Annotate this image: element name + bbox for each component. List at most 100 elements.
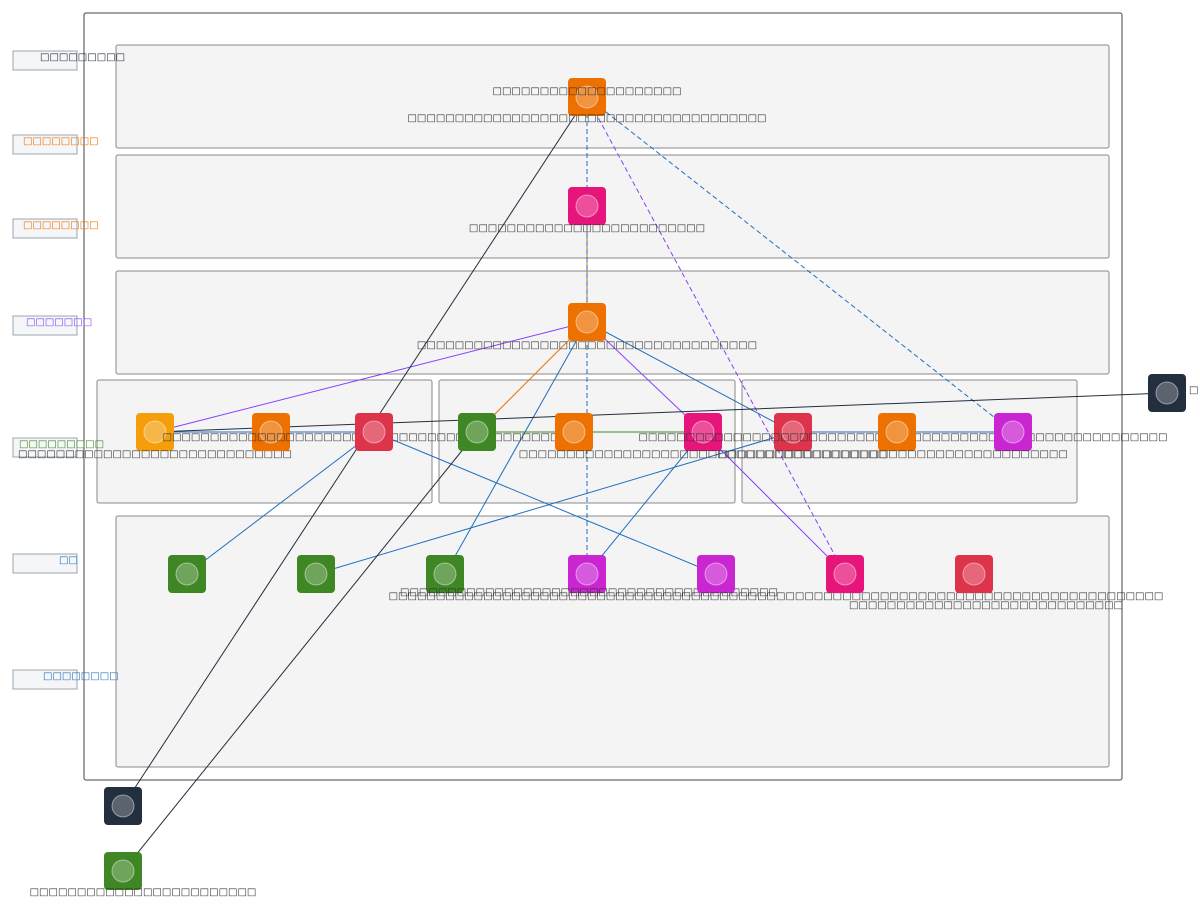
lane-label-text: □□□□□□□□ xyxy=(43,671,119,682)
edge-n_mid2-to-n_r4 xyxy=(476,321,588,433)
node-box xyxy=(568,78,606,116)
nodes-layer: □□□□□□□□□□□□□□□□□□□□□□□□□□□□□□□□□□□□□□□□… xyxy=(18,78,1198,898)
node-label: □□□□□□□□□□□□□□□□□□□□□□□□□□□□□□□□□□□□□□ xyxy=(407,113,766,124)
node-n_r4[interactable] xyxy=(458,413,496,451)
node-n_b1[interactable] xyxy=(168,555,206,593)
node-n_r5[interactable] xyxy=(555,413,593,451)
node-box xyxy=(568,555,606,593)
node-box xyxy=(774,413,812,451)
layer-band-5 xyxy=(115,515,1110,768)
lane-label-text: □□□□□□□□□ xyxy=(19,439,104,450)
node-box xyxy=(697,555,735,593)
node-box xyxy=(458,413,496,451)
node-box xyxy=(297,555,335,593)
service-icon xyxy=(465,420,489,444)
node-box xyxy=(104,852,142,890)
layer-band-2 xyxy=(115,154,1110,259)
node-box xyxy=(955,555,993,593)
node-box xyxy=(568,187,606,225)
service-icon xyxy=(143,420,167,444)
node-box xyxy=(994,413,1032,451)
node-box xyxy=(555,413,593,451)
node-label: □□□□□□□□□□□□□□□□□□□□□□□□□□□□□ xyxy=(849,600,1123,611)
node-n_mid2[interactable]: □□□□□□□□□□□□□□□□□□□□□□□□□□□□□□□□□□□□ xyxy=(417,303,757,351)
service-icon xyxy=(1001,420,1025,444)
edge-n_mid2-to-n_r7 xyxy=(586,321,794,433)
edge-n_ext_r-to-n_r1 xyxy=(154,392,1168,436)
edge-n_r3-to-n_b5 xyxy=(373,431,717,575)
node-n_r1[interactable]: □□□□□□□□□□□□□□□□□□□□□□□□□□□□□ xyxy=(18,413,292,460)
node-n_b2[interactable] xyxy=(297,555,335,593)
lane-label-ll1: □□□□□□□□ xyxy=(12,134,99,155)
edge-n_mid2-to-n_r6 xyxy=(586,321,704,433)
node-n_r9[interactable]: □□□□□□□□□□□□□□□□□□□□□□□□□□□□□□□□□□□□□ xyxy=(718,413,1068,460)
service-icon xyxy=(111,794,135,818)
node-n_b3[interactable] xyxy=(426,555,464,593)
node-n_ext_bl2[interactable]: □□□□□□□□□□□□□□□□□□□□□□□□ xyxy=(30,852,257,898)
node-label: □□□□□□□□□□□□□□□□□□□□□□□□ xyxy=(30,887,257,898)
service-icon xyxy=(304,562,328,586)
lane-label-text: □□□□□□□□ xyxy=(23,136,99,147)
lane-label-ll4: □□□□□□□□□ xyxy=(12,437,104,458)
node-n_r8[interactable] xyxy=(878,413,916,451)
node-label: □ xyxy=(1189,385,1198,396)
layer-band-3 xyxy=(115,270,1110,375)
lane-label-text: □□□□□□□□ xyxy=(23,220,99,231)
node-box xyxy=(1148,374,1186,412)
node-n_ext_bl1[interactable] xyxy=(104,787,142,825)
node-box xyxy=(252,413,290,451)
edge-n_r3-to-n_b1 xyxy=(186,431,375,575)
service-icon xyxy=(575,85,599,109)
lane-label-ll6: □□□□□□□□ xyxy=(12,669,119,690)
service-icon xyxy=(259,420,283,444)
node-n_top[interactable]: □□□□□□□□□□□□□□□□□□□□□□□□□□□□□□□□□□□□□□□□… xyxy=(407,78,767,124)
node-n_r6[interactable]: □□□□□□□□□□□□□□□□□□□□□□□□□□□□□□□□□□□□□□□ xyxy=(519,413,887,460)
node-n_r3[interactable] xyxy=(355,413,393,451)
node-n_b4[interactable]: □□□□□□□□□□□□□□□□□□□□□□□□□□□□□□□□□□□□□□□□ xyxy=(400,555,778,598)
service-icon xyxy=(433,562,457,586)
node-n_ext_r[interactable]: □ xyxy=(1148,374,1198,412)
service-icon xyxy=(575,194,599,218)
service-icon xyxy=(691,420,715,444)
node-n_b5[interactable]: □□□□□□□□□□□□□□□□□□□□□□□□□□□□□□□□□□□□□□□□… xyxy=(389,555,1164,602)
node-box xyxy=(684,413,722,451)
node-n_mid1[interactable]: □□□□□□□□□□□□□□□□□□□□□□□□□ xyxy=(469,187,705,234)
node-label: □□□□□□□□□□□□□□□□□□□□□□□□□□□□□□□□□□□□□□□ xyxy=(519,449,887,460)
node-box xyxy=(878,413,916,451)
node-label: □□□□□□□□□□□□□□□□□□□□ xyxy=(493,86,682,97)
service-icon xyxy=(575,310,599,334)
lane-label-ll5: □□ xyxy=(12,553,78,574)
service-icon xyxy=(111,859,135,883)
edge-n_r7-to-n_b2 xyxy=(315,431,794,576)
node-label: □□□□□□□□□□□□□□□□□□□□□□□□□ xyxy=(469,223,705,234)
node-box xyxy=(355,413,393,451)
node-n_b7[interactable]: □□□□□□□□□□□□□□□□□□□□□□□□□□□□□ xyxy=(849,555,1123,611)
edge-n_top-to-n_r9 xyxy=(586,96,1014,433)
lane-label-ll2: □□□□□□□□ xyxy=(12,218,99,239)
service-icon xyxy=(833,562,857,586)
node-label: □□□□□□□□□□□□□□□□□□□□□□□□□□□□□□□□□□□□ xyxy=(417,340,757,351)
service-icon xyxy=(175,562,199,586)
node-box xyxy=(826,555,864,593)
service-icon xyxy=(885,420,909,444)
service-icon xyxy=(962,562,986,586)
lane-label-ll0: □□□□□□□□□ xyxy=(12,50,125,71)
node-label: □□□□□□□□□□□□□□□□□□□□□□□□□□□□□□□□□□□□□□□□… xyxy=(389,591,1164,602)
lane-label-text: □□□□□□□□□ xyxy=(40,52,125,63)
node-box xyxy=(104,787,142,825)
node-label: □□□□□□□□□□□□□□□□□□□□□□□□□□□□□ xyxy=(18,449,292,460)
node-box xyxy=(568,303,606,341)
service-icon xyxy=(562,420,586,444)
edge-n_ext_bl2-to-n_r4 xyxy=(122,431,478,872)
service-icon xyxy=(575,562,599,586)
node-box xyxy=(426,555,464,593)
node-box xyxy=(136,413,174,451)
lane-label-ll3: □□□□□□□ xyxy=(12,315,92,336)
edge-n_r6-to-n_b6 xyxy=(702,431,846,575)
node-label: □□□□□□□□□□□□□□□□□□□□□□□□□□□□□□□□□□□□□□□□ xyxy=(400,587,778,598)
lane-label-text: □□□□□□□ xyxy=(26,317,92,328)
edge-n_top-to-n_b6 xyxy=(586,96,846,575)
edge-n_mid2-to-n_b3 xyxy=(444,321,588,575)
lane-label-text: □□ xyxy=(59,555,78,566)
node-n_b6[interactable] xyxy=(826,555,864,593)
